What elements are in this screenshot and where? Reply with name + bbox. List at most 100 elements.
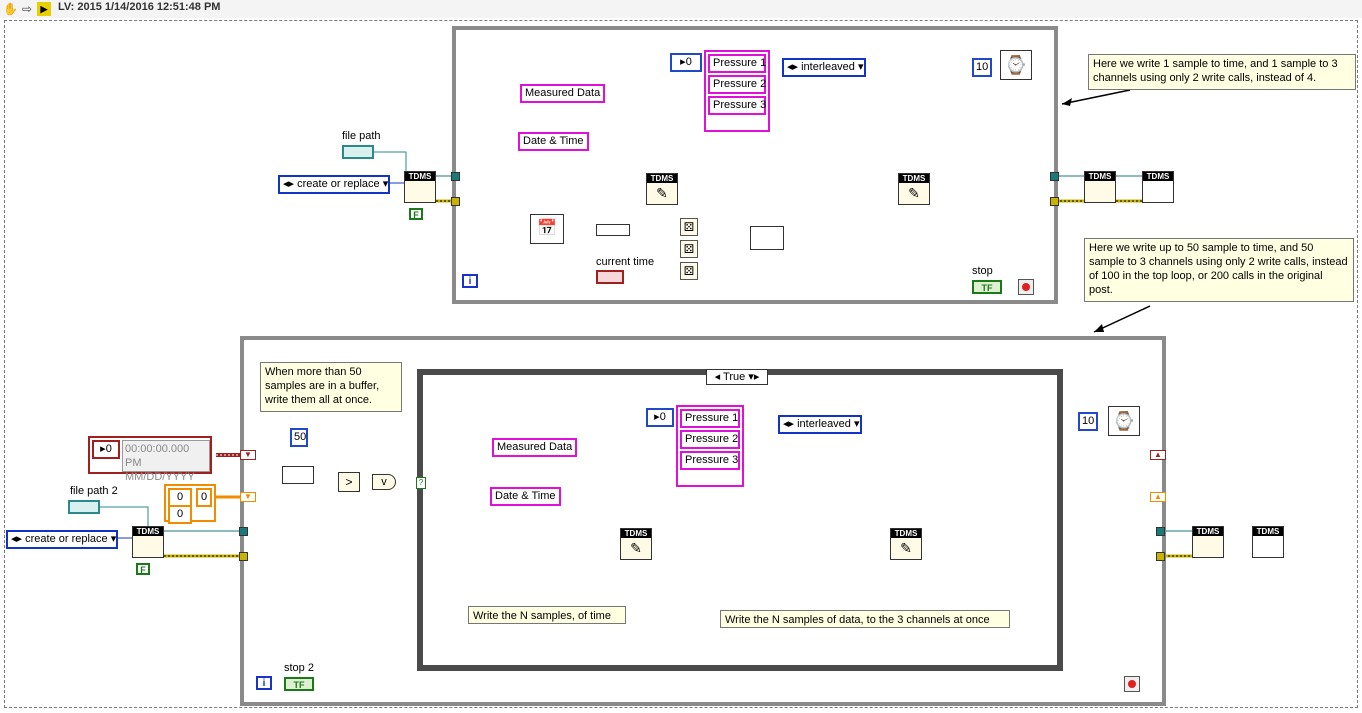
get-date-time-node[interactable]: 📅 xyxy=(530,214,564,244)
bottom-tunnel-error-out xyxy=(1156,552,1165,561)
stop-icon xyxy=(1128,680,1136,688)
bottom-channel-1[interactable]: Pressure 1 xyxy=(680,409,740,428)
top-open-mode-enum[interactable]: ◂▸ create or replace ▾ xyxy=(278,175,390,194)
bottom-open-bool-const[interactable]: F xyxy=(136,563,150,575)
top-tdms-close-node[interactable]: TDMS xyxy=(1084,171,1116,203)
build-array-small[interactable] xyxy=(596,224,630,236)
top-tunnel-refnum-out xyxy=(1050,172,1059,181)
bottom-tunnel-refnum-out xyxy=(1156,527,1165,536)
top-tdms-open-header: TDMS xyxy=(405,172,435,181)
bottom-array-index[interactable]: ▸0 xyxy=(646,408,674,427)
current-time-indicator[interactable] xyxy=(596,270,624,284)
top-wait-ms[interactable]: 10 xyxy=(972,58,992,77)
bottom-file-path-control[interactable] xyxy=(68,500,100,514)
array-value[interactable]: 0 xyxy=(196,488,212,507)
bottom-channel-3[interactable]: Pressure 3 xyxy=(680,451,740,470)
timestamp-value[interactable]: 00:00:00.000 PM MM/DD/YYYY xyxy=(122,440,210,483)
top-tdms-write-data-node[interactable]: TDMS✎ xyxy=(898,173,930,205)
top-stop-terminal[interactable] xyxy=(1018,279,1034,295)
random-number-1[interactable]: ⚄ xyxy=(680,218,698,236)
bottom-channel-2[interactable]: Pressure 2 xyxy=(680,430,740,449)
note-bottom: Here we write up to 50 sample to time, a… xyxy=(1084,238,1354,302)
top-iteration-terminal: i xyxy=(462,274,478,288)
top-channel-array[interactable]: Pressure 1 Pressure 2 Pressure 3 xyxy=(704,50,770,132)
block-diagram-frame xyxy=(4,20,1358,708)
top-file-path-control[interactable] xyxy=(342,145,374,159)
random-number-3[interactable]: ⚄ xyxy=(680,262,698,280)
top-tunnel-refnum-in xyxy=(451,172,460,181)
bottom-tdms-error-node[interactable]: TDMS xyxy=(1252,526,1284,558)
bottom-tdms-write-time-node[interactable]: TDMS ✎ xyxy=(620,528,652,560)
bottom-iteration-terminal: i xyxy=(256,676,272,690)
timestamp-control[interactable]: ▸0 00:00:00.000 PM MM/DD/YYYY xyxy=(88,436,212,483)
write-data-note: Write the N samples of data, to the 3 ch… xyxy=(720,610,1010,628)
top-tdms-open-node[interactable]: TDMS xyxy=(404,171,436,203)
wait-icon[interactable]: ⌚ xyxy=(1000,50,1032,80)
top-tunnel-error-in xyxy=(451,197,460,206)
top-tdms-error-header: TDMS xyxy=(1143,172,1173,181)
bottom-layout-enum[interactable]: ◂▸ interleaved ▾ xyxy=(778,415,862,434)
pencil-icon: ✎ xyxy=(900,540,912,556)
bottom-tdms-write-time-header: TDMS xyxy=(621,529,651,538)
top-stop-control[interactable]: TF xyxy=(972,280,1002,294)
window-title: LV: 2015 1/14/2016 12:51:48 PM xyxy=(58,1,221,13)
top-channel-1[interactable]: Pressure 1 xyxy=(708,54,766,73)
bottom-stop-control[interactable]: TF xyxy=(284,677,314,691)
threshold-const[interactable]: 50 xyxy=(290,428,308,447)
top-array-index[interactable]: ▸0 xyxy=(670,53,702,72)
random-number-2[interactable]: ⚄ xyxy=(680,240,698,258)
bottom-stop-terminal[interactable] xyxy=(1124,676,1140,692)
array-size-node[interactable] xyxy=(282,466,314,484)
bottom-channel-array[interactable]: Pressure 1 Pressure 2 Pressure 3 xyxy=(676,405,744,487)
top-measured-data-const[interactable]: Measured Data xyxy=(520,84,606,103)
write-time-note: Write the N samples, of time xyxy=(468,606,626,624)
bottom-layout-value: interleaved xyxy=(797,418,851,430)
build-array-node[interactable] xyxy=(750,226,784,250)
bottom-open-mode-enum[interactable]: ◂▸ create or replace ▾ xyxy=(6,530,118,549)
greater-than-node[interactable]: > xyxy=(338,472,360,492)
top-layout-enum[interactable]: ◂▸ interleaved ▾ xyxy=(782,58,866,77)
top-date-time-const[interactable]: Date & Time xyxy=(518,132,589,151)
pencil-icon: ✎ xyxy=(630,540,642,556)
bottom-date-time-const[interactable]: Date & Time xyxy=(490,487,561,506)
bottom-wait-icon[interactable]: ⌚ xyxy=(1108,406,1140,436)
note-top: Here we write 1 sample to time, and 1 sa… xyxy=(1088,54,1356,90)
shift-register-left-ts[interactable]: ▼ xyxy=(240,450,256,460)
bottom-measured-data-const[interactable]: Measured Data xyxy=(492,438,578,457)
timestamp-index[interactable]: ▸0 xyxy=(92,440,120,459)
top-file-path-label: file path xyxy=(342,130,381,142)
shift-register-right-arr[interactable]: ▲ xyxy=(1150,492,1166,502)
top-array-index-value: 0 xyxy=(685,56,692,68)
bottom-file-path-label: file path 2 xyxy=(70,485,118,497)
hand-icon[interactable]: ✋ xyxy=(3,2,18,16)
top-open-bool-const[interactable]: F xyxy=(409,208,423,220)
arrow-icon[interactable]: ⇨ xyxy=(21,2,33,16)
shift-register-right-ts[interactable]: ▲ xyxy=(1150,450,1166,460)
labview-icon[interactable]: ▶ xyxy=(37,2,51,16)
bottom-tdms-write-data-node[interactable]: TDMS✎ xyxy=(890,528,922,560)
bottom-tdms-open-header: TDMS xyxy=(133,527,163,536)
array-control[interactable]: 0 0 0 xyxy=(164,484,216,524)
top-layout-value: interleaved xyxy=(801,61,855,73)
or-node[interactable]: v xyxy=(372,474,396,490)
top-tdms-write-data-header: TDMS xyxy=(899,174,929,183)
top-tunnel-error-out xyxy=(1050,197,1059,206)
bottom-wait-ms[interactable]: 10 xyxy=(1078,412,1098,431)
top-channel-2[interactable]: Pressure 2 xyxy=(708,75,766,94)
shift-register-left-arr[interactable]: ▼ xyxy=(240,492,256,502)
bottom-tunnel-refnum-in xyxy=(239,527,248,536)
timestamp-time: 00:00:00.000 PM xyxy=(125,443,190,469)
top-tdms-write-time-node[interactable]: TDMS✎ xyxy=(646,173,678,205)
top-open-mode-value: create or replace xyxy=(297,178,380,190)
bottom-tdms-close-node[interactable]: TDMS xyxy=(1192,526,1224,558)
array-index-b[interactable]: 0 xyxy=(168,505,192,524)
top-channel-3[interactable]: Pressure 3 xyxy=(708,96,766,115)
bottom-array-index-value: 0 xyxy=(659,411,666,423)
case-selector-terminal[interactable]: ? xyxy=(416,477,426,489)
bottom-tdms-open-node[interactable]: TDMS xyxy=(132,526,164,558)
bottom-tdms-close-header: TDMS xyxy=(1193,527,1223,536)
case-selector[interactable]: ◂ True ▾▸ xyxy=(706,369,768,385)
top-tdms-close-header: TDMS xyxy=(1085,172,1115,181)
bottom-tdms-error-header: TDMS xyxy=(1253,527,1283,536)
top-tdms-error-node[interactable]: TDMS xyxy=(1142,171,1174,203)
